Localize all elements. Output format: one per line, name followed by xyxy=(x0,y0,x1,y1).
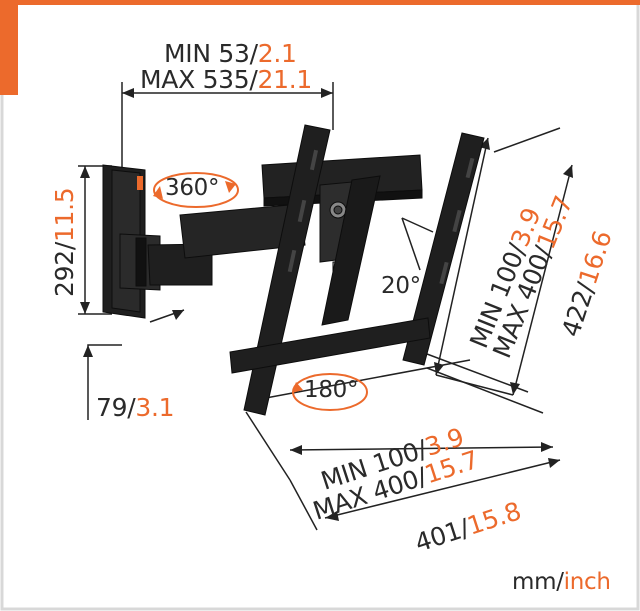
wall-depth-label: 79/3.1 xyxy=(96,393,175,422)
tv-crossbar-bottom xyxy=(229,317,431,374)
wall-depth-sep: / xyxy=(127,393,136,422)
top-span-max-sep: / xyxy=(249,65,258,94)
top-span-min-sep: / xyxy=(249,39,258,68)
tilt-20-label: 20° xyxy=(381,275,421,298)
wall-depth-mm: 79 xyxy=(96,393,128,422)
rotation-360-label: 360° xyxy=(165,175,220,201)
top-span-max-inch: 21.1 xyxy=(257,65,313,94)
top-span-max-word: MAX xyxy=(140,65,195,94)
rotation-360-ring xyxy=(153,172,239,208)
top-span-min-inch: 2.1 xyxy=(257,39,297,68)
wall-plate-height-mm: 292 xyxy=(50,250,79,297)
top-span-max-mm: 535 xyxy=(202,65,250,94)
tv-rail-left xyxy=(243,124,331,416)
units-sep: / xyxy=(556,569,564,595)
tilt-20-value: 20° xyxy=(381,273,421,299)
wall-depth-inch: 3.1 xyxy=(135,393,175,422)
units-mm: mm xyxy=(512,569,557,595)
rotation-360-value: 360° xyxy=(165,175,220,201)
orange-top-edge xyxy=(0,0,640,5)
top-span-min-mm: 53 xyxy=(218,39,250,68)
orange-corner-accent xyxy=(0,0,18,95)
swivel-180-label: 180° xyxy=(304,377,359,403)
units-inch: inch xyxy=(563,569,611,595)
top-span-min-word: MIN xyxy=(164,39,211,68)
tv-rail-right xyxy=(402,132,485,366)
top-span-min-label: MIN 53/2.1 xyxy=(164,41,297,66)
swivel-180-value: 180° xyxy=(304,377,359,403)
tv-wall-mount xyxy=(102,124,485,416)
wall-plate-height-inch: 11.5 xyxy=(50,187,79,243)
units-legend: mm/inch xyxy=(512,571,611,594)
arrowheads xyxy=(80,88,573,521)
wall-plate-height-label: 292/11.5 xyxy=(50,187,79,297)
wall-plate-height-sep: / xyxy=(50,242,79,251)
top-span-max-label: MAX 535/21.1 xyxy=(140,67,312,92)
